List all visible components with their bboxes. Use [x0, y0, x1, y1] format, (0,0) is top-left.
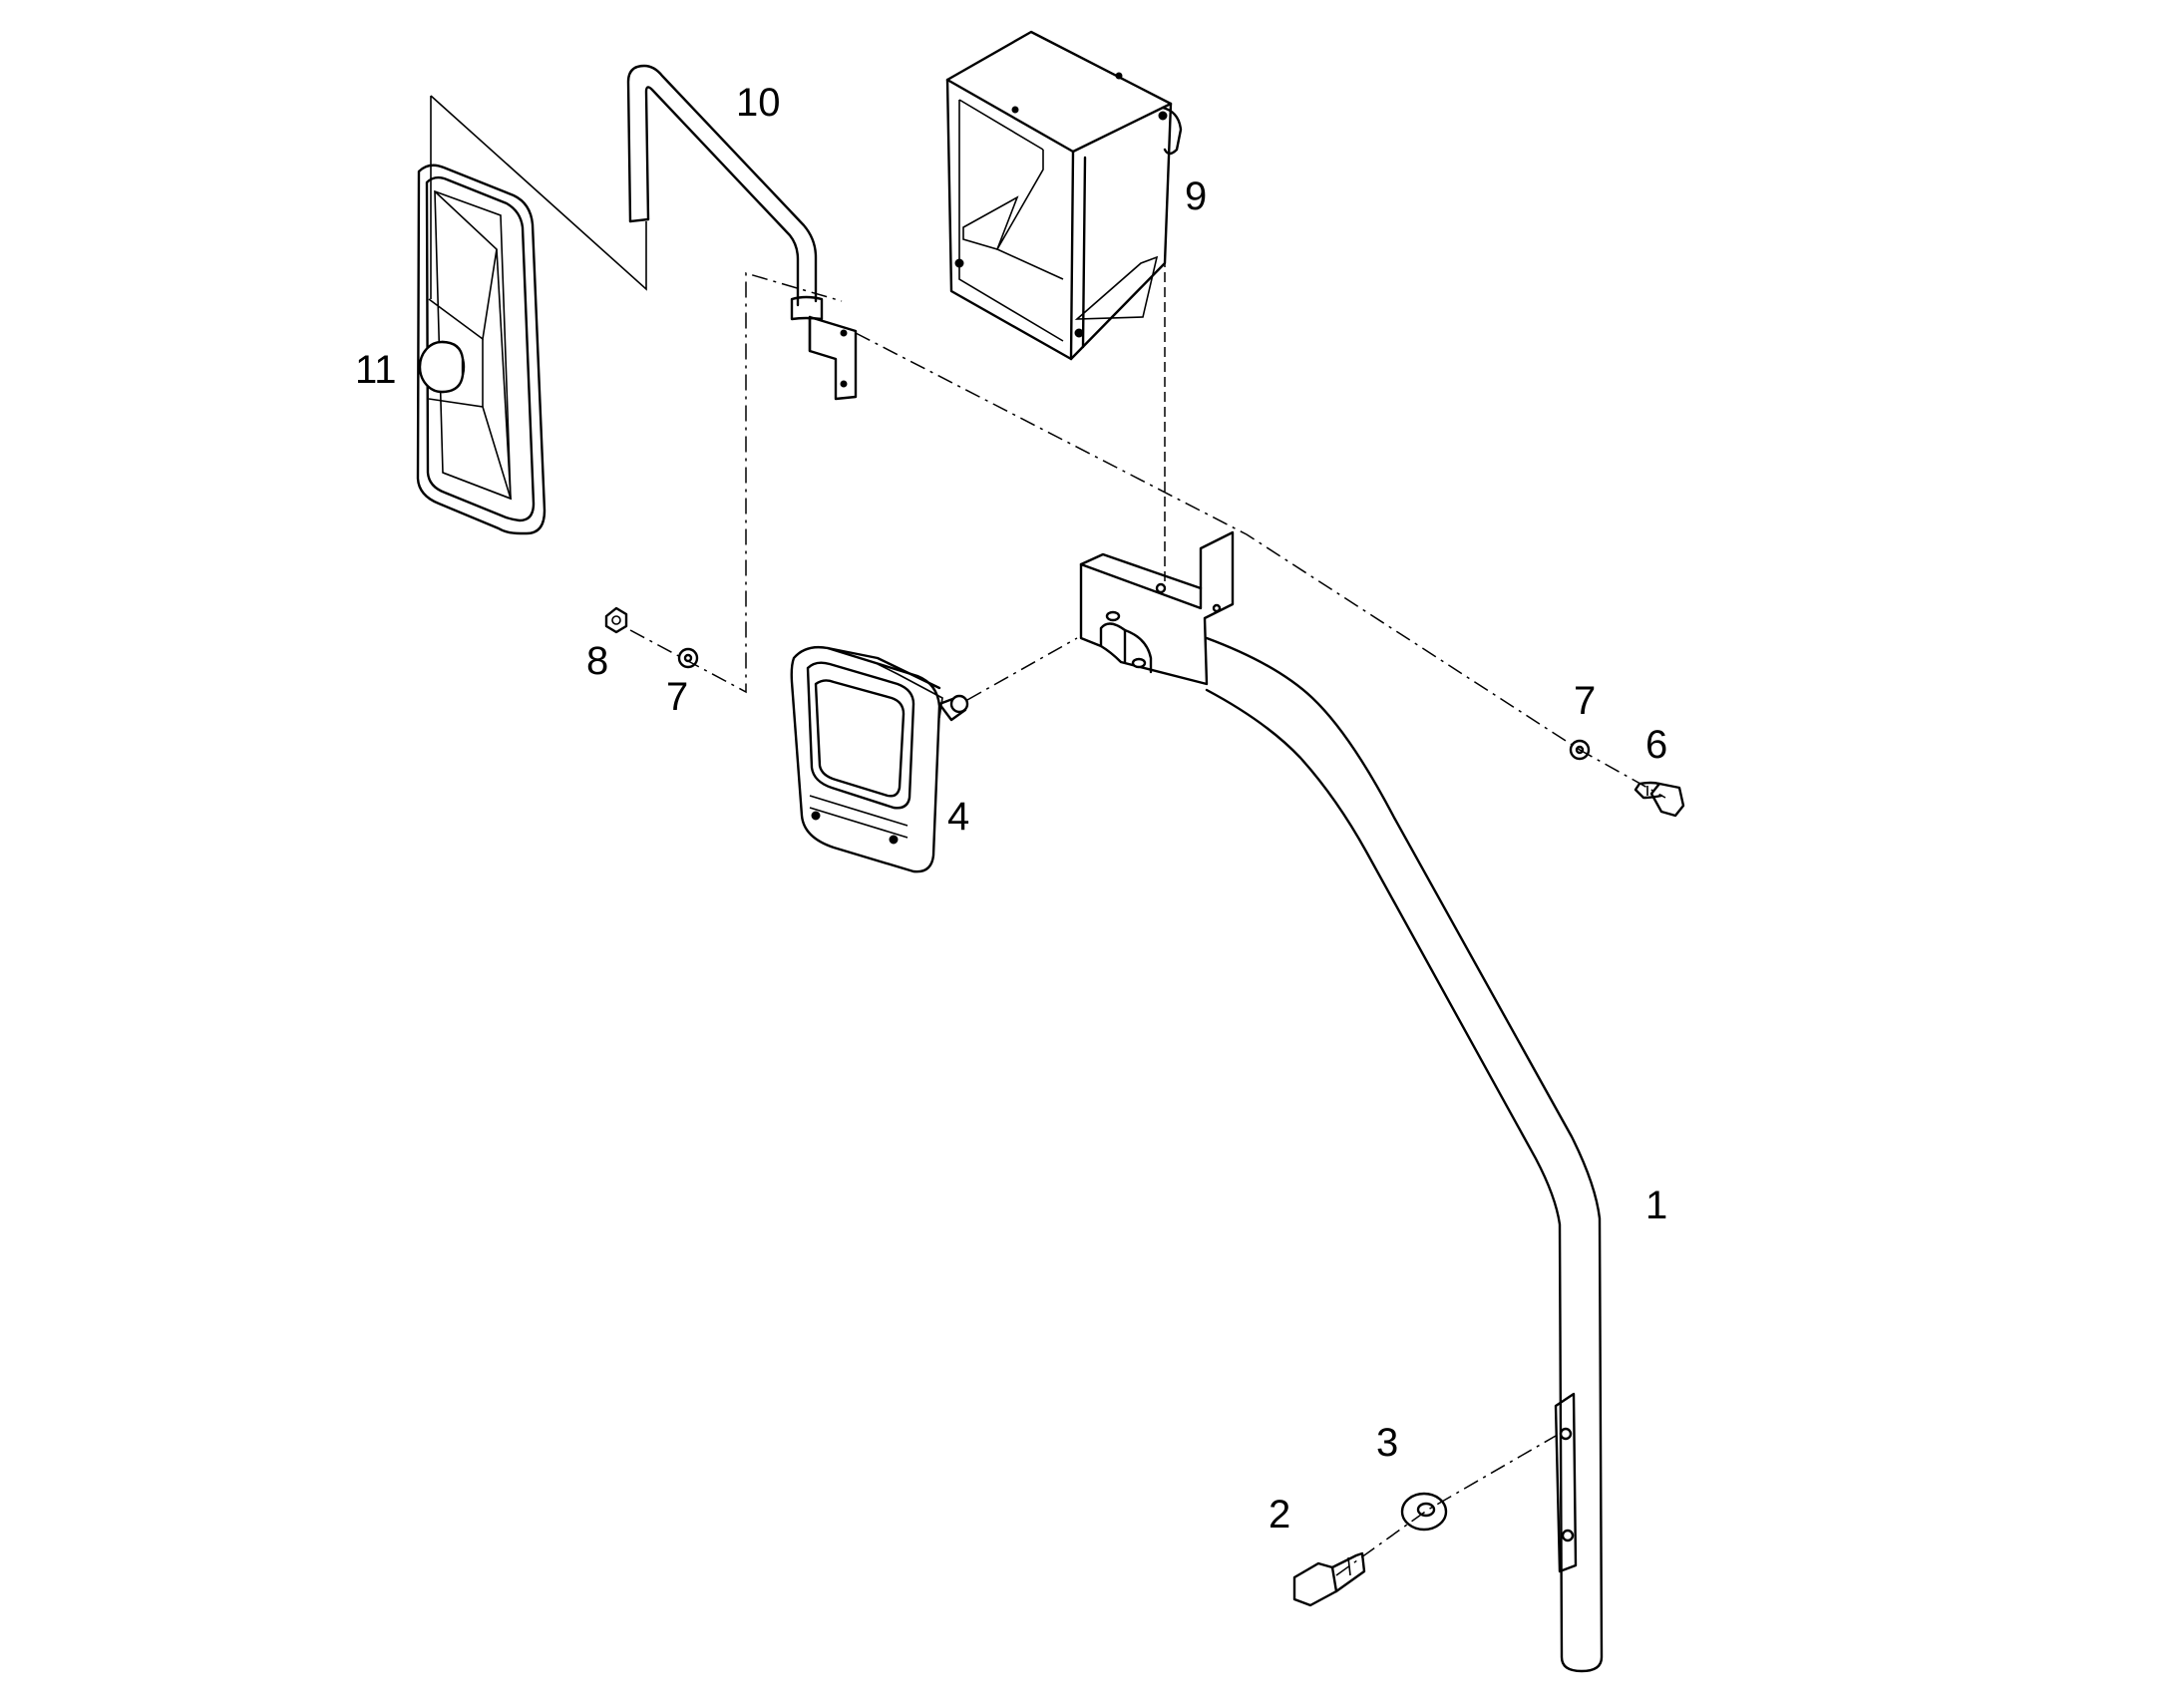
callout-11: 11: [355, 348, 397, 392]
bolt-part-2[interactable]: [1292, 1551, 1366, 1607]
callout-7a: 7: [666, 675, 688, 719]
nut-part-8[interactable]: [604, 606, 628, 634]
bolt-part-6[interactable]: [1634, 781, 1685, 818]
washer-part-7a[interactable]: [677, 647, 699, 669]
callout-1: 1: [1645, 1184, 1667, 1227]
callout-labels: 1 2 3 4 6 7 7 8 9 10 11: [355, 81, 1667, 1537]
assembly-lines: [430, 95, 1666, 1576]
mounting-tube-part-1[interactable]: [1079, 530, 1604, 1673]
callout-8: 8: [586, 639, 608, 683]
callout-9: 9: [1185, 174, 1207, 218]
callout-3: 3: [1376, 1421, 1398, 1465]
work-lamp-part-4[interactable]: [790, 645, 969, 873]
callout-2: 2: [1269, 1493, 1290, 1537]
mirror-part-11[interactable]: [416, 164, 546, 535]
callout-4: 4: [947, 795, 969, 839]
guard-box-part-9[interactable]: [945, 30, 1183, 361]
callout-10: 10: [736, 81, 781, 125]
callout-6: 6: [1645, 723, 1667, 767]
callout-7b: 7: [1574, 679, 1596, 723]
mirror-arm-part-10[interactable]: [626, 64, 858, 401]
